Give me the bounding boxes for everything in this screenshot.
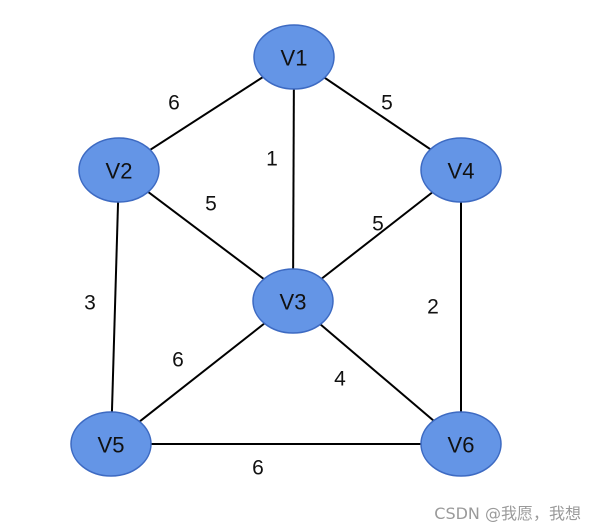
weights-layer: 6 1 5 5 3 5 6 4 2 6 [84,92,439,480]
edge-weight-v5-v6: 6 [252,457,264,480]
node-v6: V6 [420,411,502,477]
node-label-v3: V3 [280,290,307,315]
node-circle-v4 [420,137,502,203]
edge-v3-v5 [110,300,294,445]
node-v1: V1 [253,24,335,90]
node-label-v2: V2 [106,159,133,184]
edge-weight-v1-v4: 5 [381,92,393,115]
edge-weight-v2-v5: 3 [84,292,96,315]
node-label-v4: V4 [448,159,475,184]
edge-v3-v6 [292,300,462,445]
edge-weight-v1-v2: 6 [168,92,180,115]
node-label-v1: V1 [281,46,308,71]
node-circle-v6 [420,411,502,477]
edge-weight-v1-v3: 1 [266,148,278,171]
node-v3: V3 [252,268,334,334]
node-circle-v3 [252,268,334,334]
node-circle-v2 [78,137,160,203]
node-label-v5: V5 [98,433,125,458]
edges-layer [110,56,462,445]
edge-weight-v2-v3: 5 [205,193,217,216]
node-v4: V4 [420,137,502,203]
edge-weight-v3-v6: 4 [334,368,346,391]
watermark: CSDN @我愿，我想 [434,504,581,523]
edge-weight-v4-v6: 2 [427,296,439,319]
edge-v1-v3 [292,56,295,302]
edge-v2-v5 [110,169,120,445]
edge-weight-v3-v5: 6 [172,349,184,372]
node-v2: V2 [78,137,160,203]
node-label-v6: V6 [448,433,475,458]
node-circle-v1 [253,24,335,90]
edge-weight-v3-v4: 5 [372,213,384,236]
node-circle-v5 [70,411,152,477]
node-v5: V5 [70,411,152,477]
